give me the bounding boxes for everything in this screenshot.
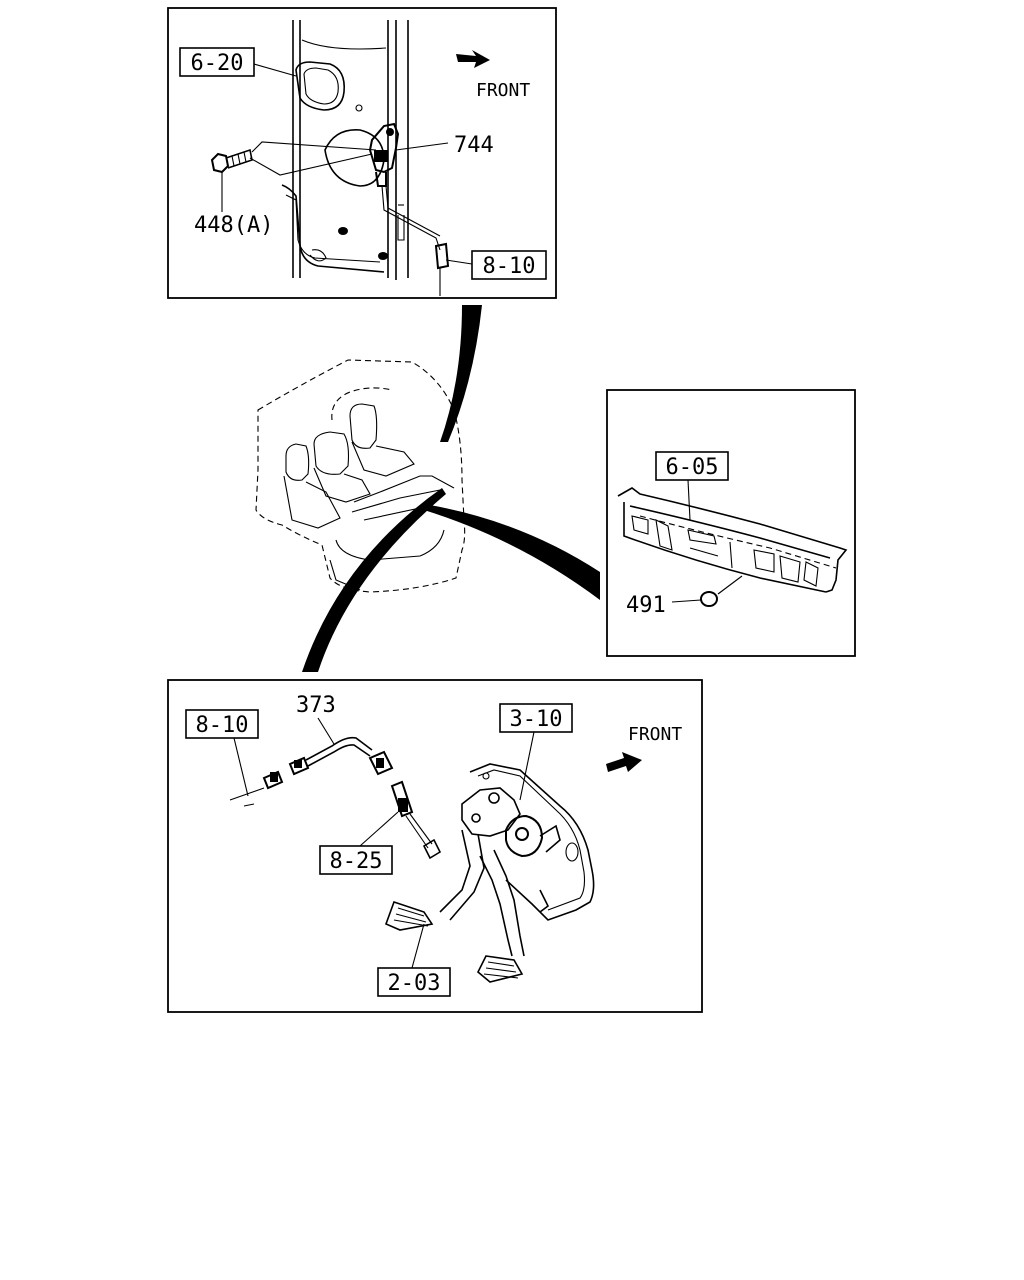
ref-box-8-10-top[interactable]: 8-10 [471, 250, 547, 280]
top-inset: 6-20 8-10 744 448(A) FRONT [167, 7, 557, 299]
grommet-491 [700, 591, 718, 607]
callout-744: 744 [454, 133, 494, 158]
vehicle-cab-overview [255, 359, 466, 593]
bolt-448a [210, 141, 377, 176]
ref-box-8-10-bottom[interactable]: 8-10 [185, 709, 259, 739]
leader-491 [671, 599, 702, 603]
leader-373 [317, 717, 335, 745]
harness-373 [229, 736, 394, 807]
ref-box-3-10[interactable]: 3-10 [499, 703, 573, 733]
leader-8-10-top [445, 259, 473, 265]
callout-448a: 448(A) [194, 213, 273, 238]
top-panel-drawing [281, 20, 409, 280]
ref-box-8-25-label: 8-25 [330, 849, 383, 874]
leader-8-25 [359, 811, 399, 847]
ref-box-3-10-label: 3-10 [510, 707, 563, 732]
front-arrow-icon [456, 50, 490, 68]
leader-491-part [717, 575, 743, 595]
pointer-to-top-inset [440, 305, 482, 442]
front-arrow-icon [606, 752, 642, 772]
front-label-bottom: FRONT [628, 724, 682, 745]
callout-491: 491 [626, 593, 666, 618]
right-inset: 6-05 491 [606, 389, 856, 657]
leader-6-20 [253, 63, 297, 77]
pedal-assembly [384, 763, 595, 983]
ref-box-8-10-top-label: 8-10 [483, 254, 536, 279]
ref-box-6-20[interactable]: 6-20 [179, 47, 255, 77]
leader-6-05 [687, 479, 691, 521]
ref-box-8-25[interactable]: 8-25 [319, 845, 393, 875]
ref-box-2-03-label: 2-03 [388, 971, 441, 996]
crossmember-drawing [617, 487, 848, 593]
pointer-to-right-inset [424, 504, 600, 600]
leader-2-03 [411, 923, 425, 969]
stop-lamp-switch [390, 780, 442, 860]
bottom-inset: 8-10 3-10 8-25 2-03 373 FRONT [167, 679, 703, 1013]
ref-box-2-03[interactable]: 2-03 [377, 967, 451, 997]
ref-box-6-20-label: 6-20 [191, 51, 244, 76]
leader-3-10 [519, 731, 535, 801]
front-label-top: FRONT [476, 80, 530, 101]
leader-744 [395, 142, 449, 151]
sensor-744 [368, 122, 450, 296]
ref-box-6-05[interactable]: 6-05 [655, 451, 729, 481]
ref-box-6-05-label: 6-05 [666, 455, 719, 480]
ref-box-8-10-bottom-label: 8-10 [196, 713, 249, 738]
leader-8-10-bottom [233, 737, 249, 797]
callout-373: 373 [296, 693, 336, 718]
pointer-to-bottom-inset [302, 488, 446, 672]
